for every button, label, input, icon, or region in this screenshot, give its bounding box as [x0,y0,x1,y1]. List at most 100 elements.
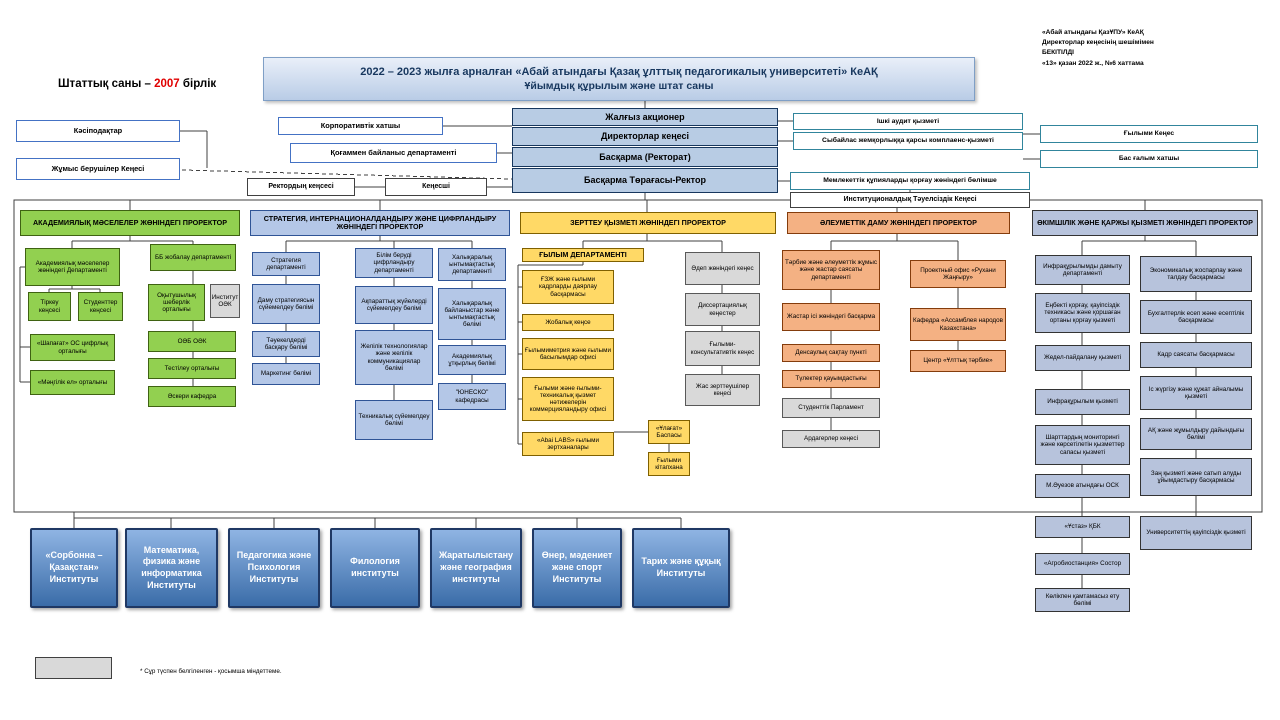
public-relations-dept: Қоғаммен байланыс департаменті [290,143,497,163]
trade-unions: Кәсіподақтар [16,120,180,142]
institute-pedagogy: Педагогика және Психология Институты [228,528,320,608]
alumni-association: Түлектер қауымдастығы [782,370,880,388]
approval-line: «Абай атындағы ҚазҰПУ» КеАҚ [1042,29,1144,36]
young-researchers-council: Жас зерттеушілер кеңесі [685,374,760,406]
veterans-council: Ардагерлер кеңесі [782,430,880,448]
labor-safety-service: Еңбекті қорғау, қауіпсіздік техникасы жә… [1035,293,1130,333]
commercialization-office: Ғылыми және ғылыми-техникалық қызмет нәт… [522,377,614,421]
employers-council: Жұмыс берушілер Кеңесі [16,158,180,180]
institutional-council: Институционалдық Тәуелсіздік Кеңесі [790,192,1030,208]
shapagat-center: «Шапағат» ОС цифрлық орталығы [30,334,115,361]
anticorruption-compliance: Сыбайлас жемқорлыққа қарсы комплаенс-қыз… [793,132,1023,150]
science-council: Ғылыми Кеңес [1040,125,1258,143]
teacher-excellence-center: Оқытушылық шеберлік орталығы [148,284,205,321]
ulttyq-tarbie-center: Центр «Ұлттық тәрбие» [910,350,1006,372]
registry-office: Тіркеу кеңсесі [28,292,71,321]
org-title-line1: 2022 – 2023 жылға арналған «Абай атындағ… [360,66,878,78]
operations-service: Жедел-пайдалану қызметі [1035,345,1130,371]
prorector-academic: Академиялық мәселелер жөніндегі проректо… [20,210,240,236]
sole-shareholder: Жалғыз акционер [512,108,778,126]
strategy-support-unit: Даму стратегиясын сүйемелдеу бөлімі [252,284,320,324]
strategy-dept: Стратегия департаменті [252,252,320,276]
civil-defense-unit: АҚ және жұмылдыру дайындығы бөлімі [1140,418,1252,450]
network-tech-unit: Желілік технологиялар және желілік комму… [355,330,433,385]
risk-management-unit: Тәуекелдерді басқару бөлімі [252,331,320,357]
legend-note: * Сұр түспен белгіленген - қосымша мінде… [140,668,282,675]
project-office: Жобалық кеңсе [522,314,614,331]
marketing-unit: Маркетинг бөлімі [252,363,320,385]
institute-math-physics: Математика, физика және информатика Инст… [125,528,218,608]
intl-cooperation-dept: Халықаралық ынтымақтастық департаменті [438,248,506,281]
infrastructure-dev-dept: Инфрақұрылымды дамыту департаменті [1035,255,1130,285]
student-parliament: Студенттік Парламент [782,398,880,418]
institute-sorbonne: «Сорбонна – Қазақстан» Институты [30,528,118,608]
prorector-research: Зерттеу қызметі жөніндегі проректор [520,212,776,234]
upbringing-social-dept: Тәрбие және әлеуметтік жұмыс және жастар… [782,250,880,290]
unesco-chair: "ЮНЕСКО" кафедрасы [438,383,506,410]
board-of-directors: Директорлар кеңесі [512,127,778,146]
org-title-line2: Ұйымдық құрылым және штат саны [524,80,714,92]
contracts-monitoring-service: Шарттардың мониторингі және көрсетілетін… [1035,425,1130,465]
transport-unit: Көлікпен қамтамасыз ету бөлімі [1035,588,1130,612]
research-personnel-board: ҒЗЖ және ғылыми кадрларды даярлау басқар… [522,270,614,304]
advisor: Кеңесші [385,178,487,196]
info-systems-unit: Ақпараттық жүйелерді сүйемелдеу бөлімі [355,286,433,324]
corporate-secretary: Корпоративтік хатшы [278,117,443,135]
academic-affairs-dept: Академиялық мәселелер жөніндегі Департам… [25,248,120,286]
institute-history-law: Тарих және құқық Институты [632,528,730,608]
hr-policy-board: Кадр саясаты басқармасы [1140,342,1252,368]
testing-center: Тестілеу орталығы [148,358,236,379]
scientometrics-office: Ғылымиметрия және ғылыми басылымдар офис… [522,338,614,370]
university-security-service: Университеттің қауіпсіздік қызметі [1140,516,1252,550]
ethics-council: Әдеп жөніндегі кеңес [685,252,760,285]
prorector-social: Әлеуметтік даму жөніндегі проректор [787,212,1010,234]
edu-programs-design-dept: ББ жобалау департаменті [150,244,236,271]
economic-planning-board: Экономикалық жоспарлау және талдау басқа… [1140,256,1252,292]
institute-philology: Филология институты [330,528,420,608]
ustaz-complex: «Ұстаз» ҚБК [1035,516,1130,538]
state-secrets-unit: Мемлекеттік құпияларды қорғау жөніндегі … [790,172,1030,190]
intl-relations-unit: Халықаралық байланыстар және ынтымақтаст… [438,288,506,340]
approval-line: БЕКІТІЛДІ [1042,49,1075,57]
legal-procurement-board: Заң қызметі және сатып алуды ұйымдастыру… [1140,458,1252,496]
rectorate: Басқарма (Ректорат) [512,147,778,167]
health-point: Денсаулық сақтау пункті [782,344,880,362]
institute-oak: Институт ОӘК [210,284,240,318]
tech-support-unit: Техникалық сүйемелдеу бөлімі [355,400,433,440]
approval-line: Директорлар кеңесінің шешімімен [1042,39,1154,47]
staff-label: Штаттық саны – [58,78,155,90]
records-service: Іс жүргізу және құжат айналымы қызметі [1140,376,1252,410]
oab-oak: ОӘБ ОӘК [148,331,236,352]
prorector-strategy: Стратегия, интернационалдандыру және циф… [250,210,510,236]
rukhani-zhangyru-office: Проектный офис «Рухани Жаңғыру» [910,260,1006,288]
internal-audit: Ішкі аудит қызметі [793,113,1023,130]
science-library: Ғылыми кітапхана [648,452,690,476]
staff-suffix: бірлік [179,78,217,90]
assembly-chair: Кафедра «Ассамблея народов Казахстана» [910,308,1006,341]
mangilik-el-center: «Мәңгілік ел» орталығы [30,370,115,395]
org-title: 2022 – 2023 жылға арналған «Абай атындағ… [263,57,975,101]
digital-education-dept: Білім беруді цифрландыру департаменті [355,248,433,278]
approval-note: «Абай атындағы ҚазҰПУ» КеАҚ Директорлар … [1042,28,1252,69]
accounting-board: Бухгалтерлік есеп және есептілік басқарм… [1140,300,1252,334]
students-office: Студенттер кеңсесі [78,292,123,321]
prorector-admin-finance: Өкімшілік және қаржы қызметі жөніндегі п… [1032,210,1258,236]
approval-line: «13» қазан 2022 ж., №6 хаттама [1042,59,1144,67]
legend-swatch [35,657,112,679]
staff-count: 2007 [154,78,180,90]
chairman-rector: Басқарма Төрағасы-Ректор [512,168,778,193]
youth-affairs-board: Жастар ісі жөніндегі басқарма [782,303,880,331]
chief-science-secretary: Бас ғалым хатшы [1040,150,1258,168]
academic-mobility-unit: Академиялық ұтқырлық бөлімі [438,345,506,375]
rector-office: Ректордың кеңсесі [247,178,355,196]
institute-natural-science: Жаратылыстану және география институты [430,528,522,608]
military-department: Әскери кафедра [148,386,236,407]
science-dept: Ғылым департаменті [522,248,644,262]
consultative-council: Ғылыми-консультативтік кеңес [685,331,760,366]
agrobiostation: «Агробиостанция» Состор [1035,553,1130,575]
staff-count-note: Штаттық саны – 2007 бірлік [58,78,216,90]
infrastructure-service: Инфрақұрылым қызметі [1035,389,1130,415]
dissertation-councils: Диссертациялық кеңестер [685,293,760,326]
auezov-osk: М.Әуезов атындағы ОСК [1035,474,1130,498]
